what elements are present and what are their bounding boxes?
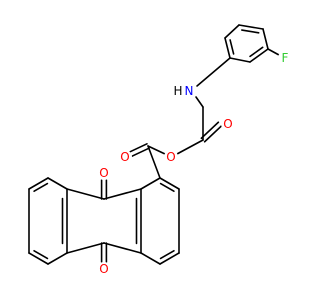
bond-layer (28, 24, 280, 265)
bond-line (176, 139, 204, 155)
bond-line (196, 57, 231, 87)
bond-line (147, 145, 161, 179)
bond-line-parallel (129, 143, 148, 153)
atom-label-h: H (173, 84, 182, 98)
ketone-oxygen-bottom: O (97, 262, 111, 276)
bond-line-parallel (131, 147, 150, 157)
bond-line-inner (159, 182, 175, 193)
bond-line-inner (249, 46, 264, 58)
atom-label-layer: O O O O O N H F (97, 51, 292, 276)
ketone-oxygen-top: O (97, 166, 111, 180)
bond-line (28, 252, 49, 265)
ester-carbonyl-oxygen: O (118, 150, 132, 164)
amide-hydrogen: H (173, 84, 185, 98)
bond-line-parallel (200, 121, 220, 140)
bond-line-inner (159, 249, 175, 260)
molecule-structure: O O O O O N H F (28, 24, 292, 276)
bond-line (47, 252, 68, 265)
amide-carbonyl-oxygen: O (221, 117, 235, 131)
atom-label-o: O (223, 117, 232, 131)
bond-line (147, 145, 166, 155)
bond-line (267, 48, 280, 56)
bond-line (159, 177, 180, 190)
bond-line (159, 252, 180, 265)
bond-line (28, 177, 49, 190)
bond-line-parallel (203, 124, 223, 143)
bond-line (238, 24, 264, 30)
bond-line-inner (229, 39, 235, 55)
ester-oxygen: O (164, 150, 178, 164)
bond-line-inner (33, 182, 49, 193)
atom-label-o: O (120, 150, 129, 164)
bond-line-inner (241, 29, 260, 34)
bond-line (224, 24, 240, 39)
amide-nitrogen: N (182, 84, 196, 98)
bond-line (224, 37, 231, 59)
bond-line (66, 242, 105, 254)
atom-label-o: O (166, 150, 175, 164)
bond-line (249, 48, 269, 63)
bond-line (262, 28, 269, 50)
bond-line-inner (33, 249, 49, 260)
atom-label-o: O (99, 262, 108, 276)
bond-line (140, 177, 161, 190)
atom-label-n: N (185, 84, 194, 98)
bond-line (140, 252, 161, 265)
fluorine-atom: F (278, 51, 292, 65)
bond-line (66, 188, 105, 200)
atom-label-f: F (282, 51, 289, 65)
bond-line (103, 242, 142, 254)
bond-line (195, 96, 204, 108)
atom-label-o: O (99, 166, 108, 180)
bond-line (103, 188, 142, 200)
bond-line (229, 57, 251, 63)
bond-line (47, 177, 68, 190)
